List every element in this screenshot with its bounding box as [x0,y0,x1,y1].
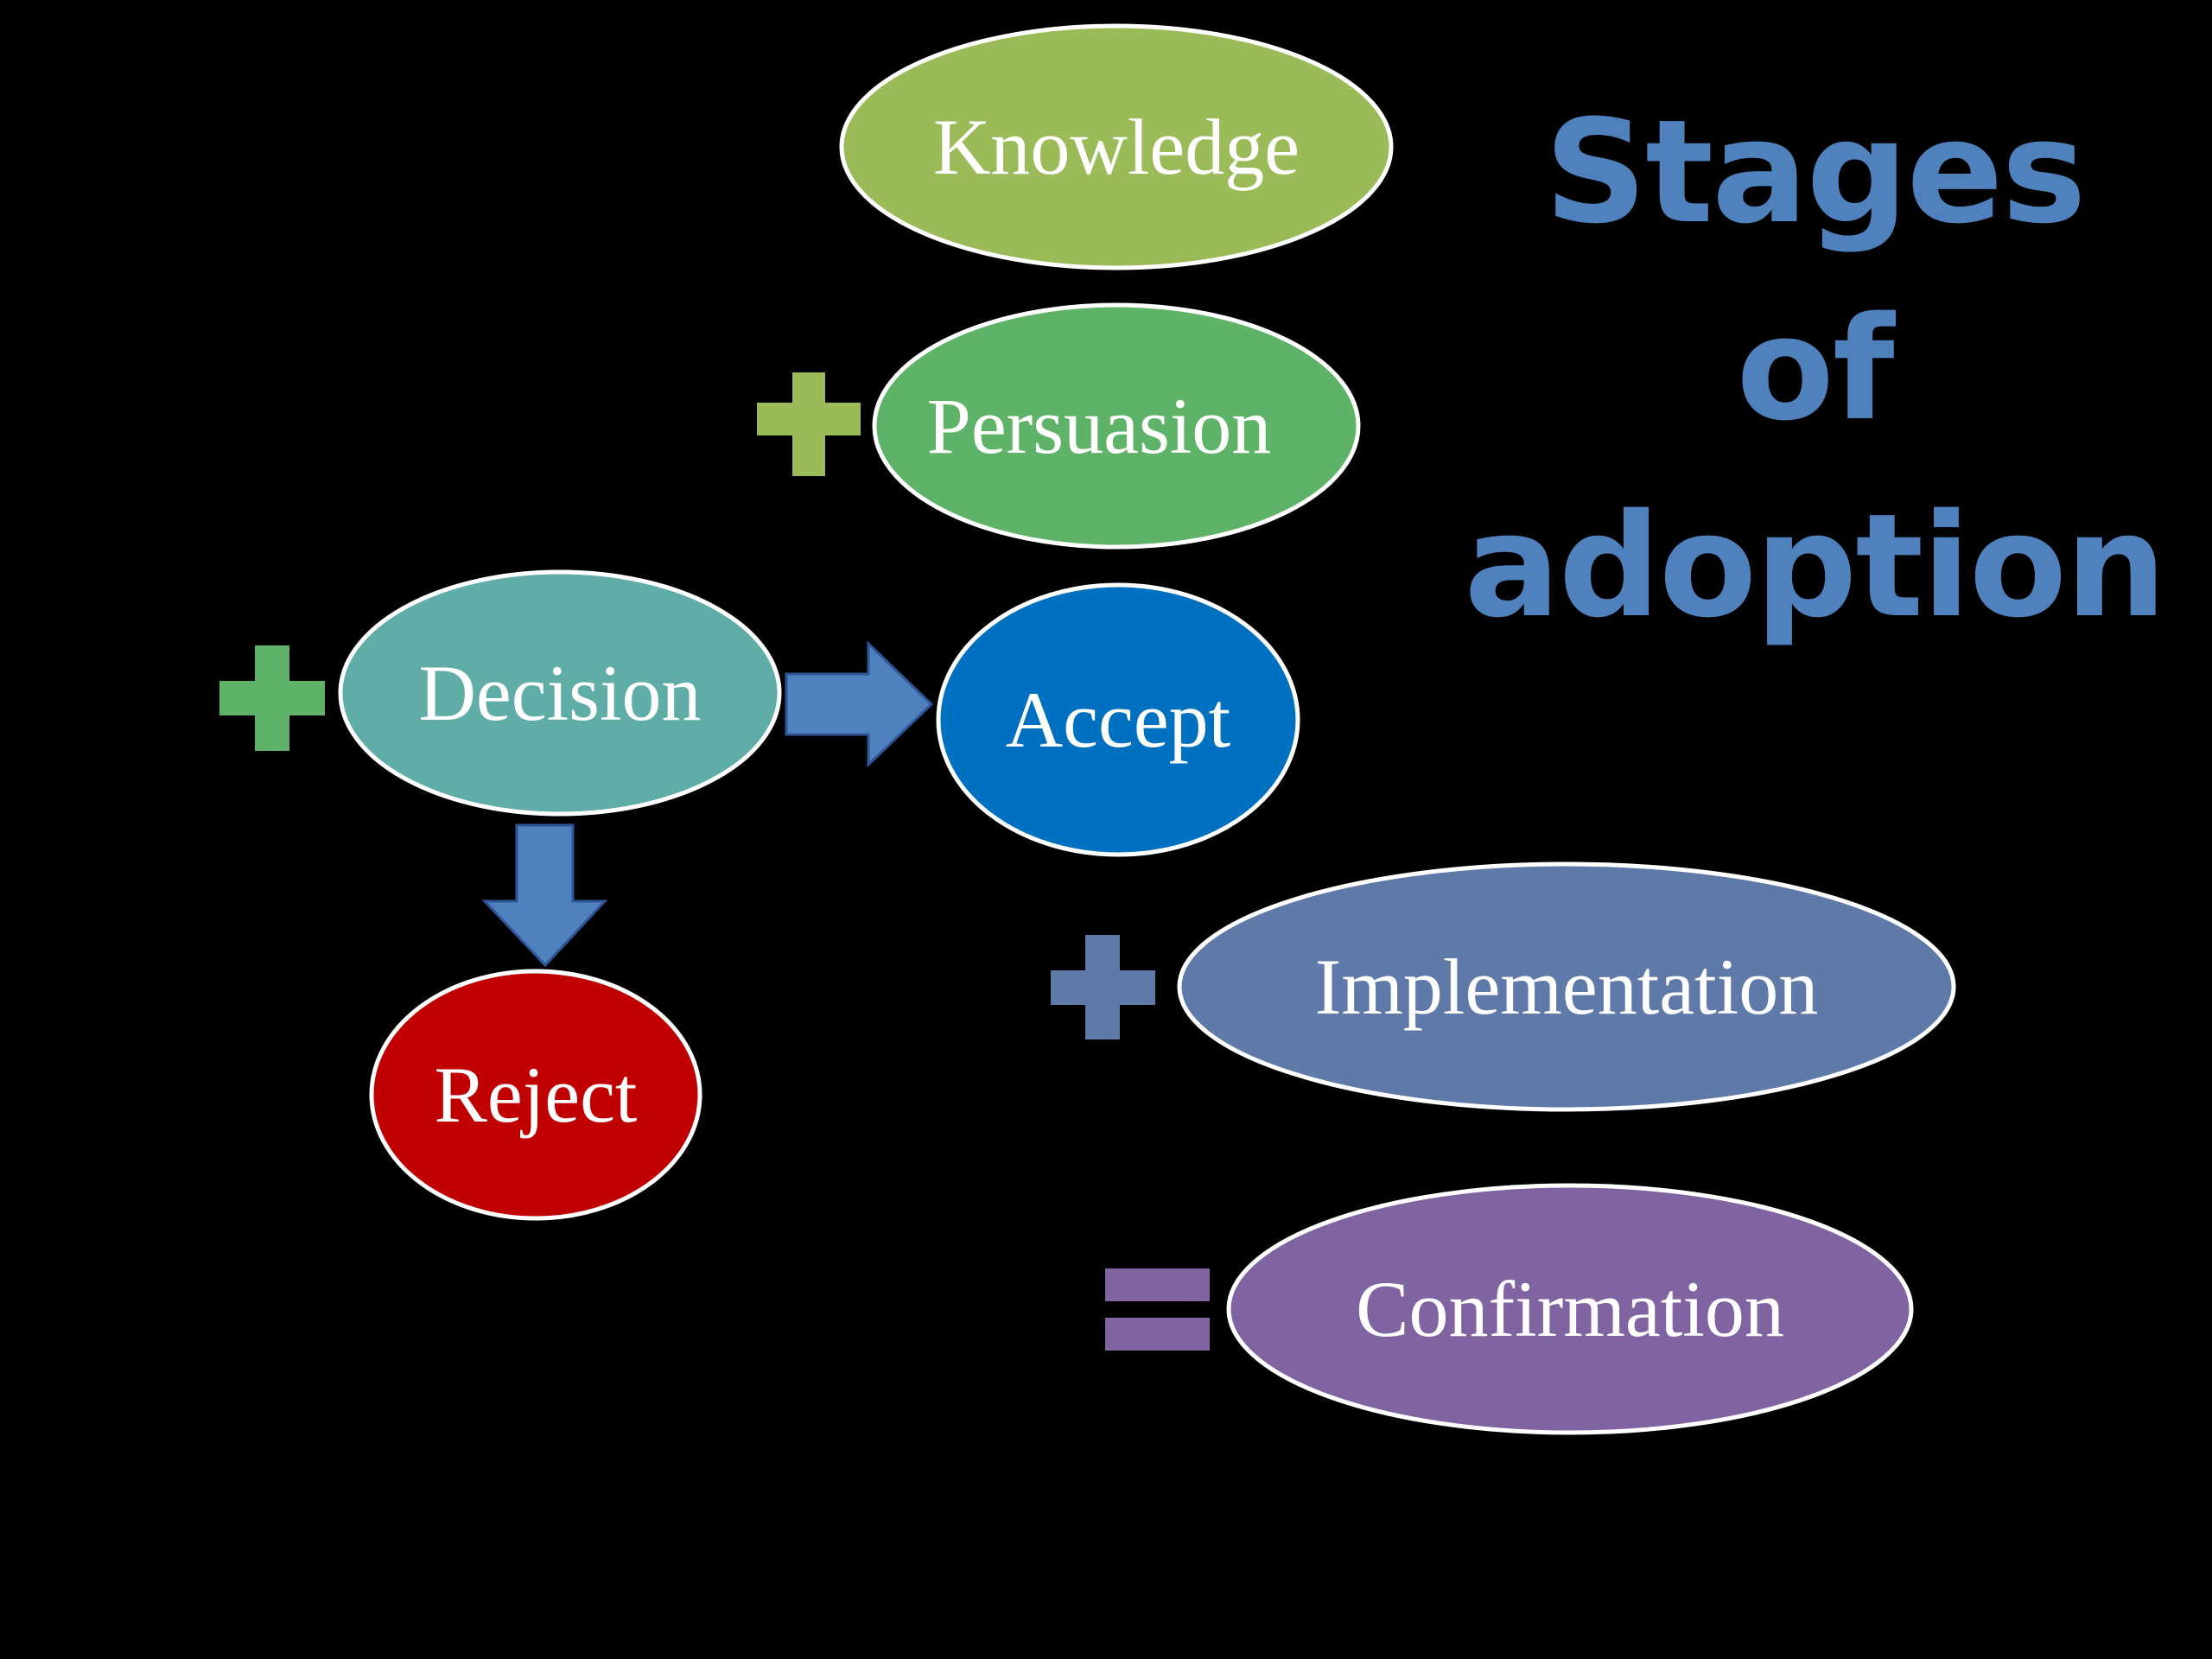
node-implementation: Implementation [1177,861,1956,1112]
node-accept: Accept [936,582,1300,857]
confirmation-ellipse [1226,1183,1914,1435]
knowledge-label: Knowledge [933,103,1300,191]
title-line-1: Stages of [1544,89,2086,452]
down-arrow-icon [481,823,608,968]
knowledge-ellipse [839,23,1394,270]
reject-ellipse [369,969,702,1221]
plus-icon [757,372,861,476]
implementation-label: Implementation [1315,943,1819,1031]
reject-label: Reject [435,1051,638,1139]
decision-ellipse [338,569,782,817]
title-line-2: adoption [1464,483,2166,649]
node-confirmation: Confirmation [1226,1183,1914,1435]
persuasion-ellipse [872,302,1361,550]
accept-ellipse [936,582,1300,857]
decision-label: Decision [418,649,701,737]
persuasion-label: Persuasion [927,382,1272,470]
node-knowledge: Knowledge [839,23,1394,270]
node-reject: Reject [369,969,702,1221]
slide-title: Stages of adoption [1460,73,2169,664]
confirmation-label: Confirmation [1356,1265,1784,1353]
plus-icon [219,645,325,751]
node-persuasion: Persuasion [872,302,1361,550]
accept-label: Accept [1006,676,1231,764]
node-decision: Decision [338,569,782,817]
plus-icon [1051,935,1155,1039]
right-arrow-icon [785,640,934,768]
implementation-ellipse [1177,861,1956,1112]
equals-icon [1105,1268,1210,1351]
